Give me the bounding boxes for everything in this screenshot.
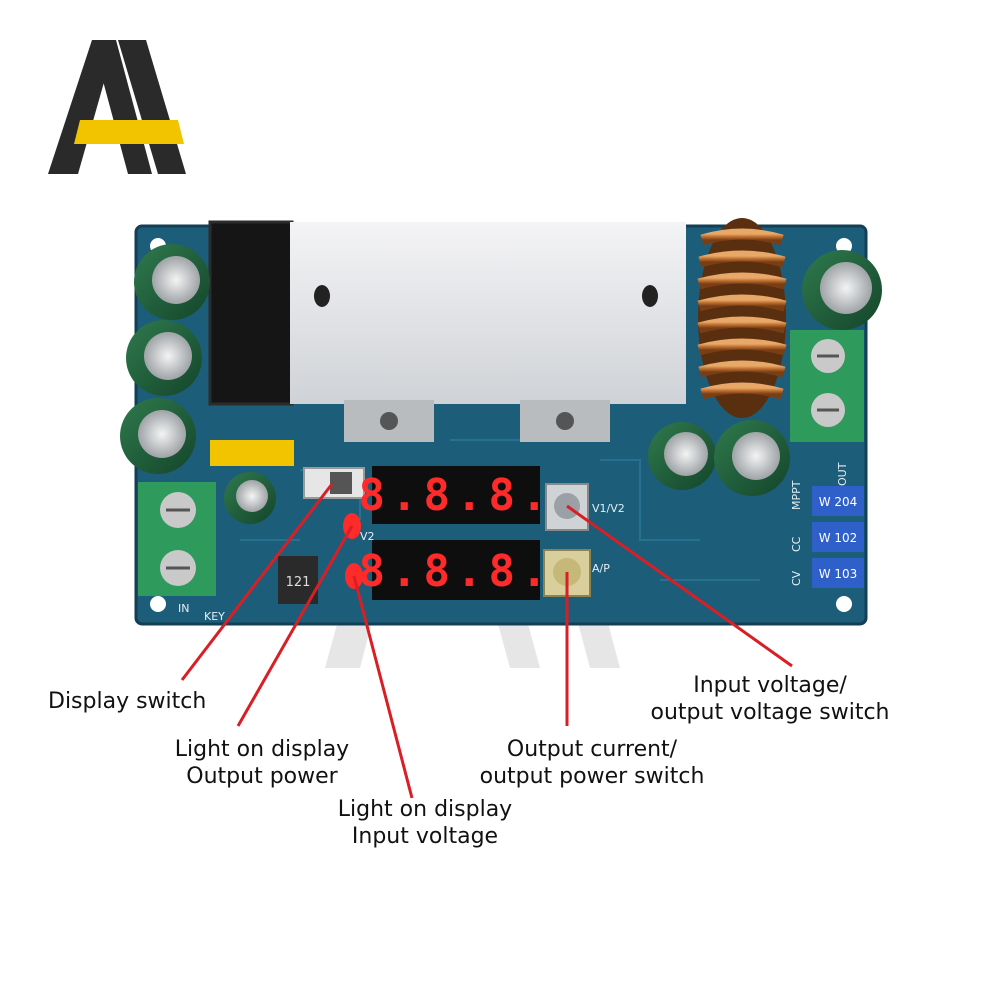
leader-display-switch	[180, 483, 334, 681]
label-in: IN	[178, 602, 189, 615]
mosfet-left	[344, 400, 434, 442]
capacitor-mid-left	[126, 320, 202, 396]
callout-light-output-power: Light on display Output power	[154, 736, 370, 790]
potentiometers: W 204 W 102 W 103	[812, 486, 864, 588]
leader-light-output-power	[236, 525, 354, 727]
leader-lines	[180, 483, 793, 799]
callout-line: output voltage switch	[650, 700, 890, 725]
leader-input-output-voltage-switch	[566, 504, 793, 668]
label-out: OUT	[836, 462, 849, 486]
toroid-inductor	[697, 218, 787, 418]
input-terminal-block	[138, 482, 216, 596]
callout-display-switch: Display switch	[48, 688, 206, 715]
display-bottom-digits: 8.8.8.	[359, 546, 554, 597]
callout-line: Display switch	[48, 689, 207, 714]
label-key: KEY	[204, 610, 225, 623]
callout-line: Input voltage/	[693, 673, 847, 698]
fuse	[210, 440, 294, 466]
brand-logo	[48, 40, 186, 174]
pot-label-3: W 103	[819, 567, 858, 581]
callout-line: Output current/	[506, 737, 678, 762]
callout-line: Light on display	[174, 737, 350, 762]
callout-line: Input voltage	[351, 824, 499, 849]
pot-label-2: W 102	[819, 531, 858, 545]
label-v1v2: V1/V2	[592, 502, 625, 515]
capacitor-center-2	[714, 420, 790, 496]
callout-line: Light on display	[337, 797, 513, 822]
display-bottom: 8.8.8.	[359, 540, 554, 600]
callout-light-input-voltage: Light on display Input voltage	[330, 796, 520, 850]
heatsink	[290, 222, 686, 404]
cooling-fan	[208, 220, 294, 406]
smd-inductor: 121	[278, 556, 318, 604]
callout-input-output-voltage-switch: Input voltage/ output voltage switch	[644, 672, 896, 726]
callout-line: Output power	[186, 764, 338, 789]
display-slide-switch[interactable]	[303, 467, 365, 499]
label-cc: CC	[790, 536, 803, 552]
callout-output-current-power-switch: Output current/ output power switch	[472, 736, 712, 790]
label-v2: V2	[360, 530, 375, 543]
capacitor-small-left	[224, 472, 276, 524]
label-mppt: MPPT	[790, 480, 803, 510]
capacitor-low-left	[120, 398, 196, 474]
display-top: 8.8.8.	[359, 466, 554, 524]
label-cv: CV	[790, 570, 803, 586]
capacitor-top-right	[802, 250, 882, 330]
inductor-label: 121	[286, 575, 311, 590]
mosfet-right	[520, 400, 610, 442]
pot-label-1: W 204	[819, 495, 858, 509]
capacitor-center-1	[648, 422, 716, 490]
leader-light-input-voltage	[352, 575, 414, 799]
label-ap: A/P	[592, 562, 610, 575]
callout-line: output power switch	[479, 764, 705, 789]
output-terminal-block	[790, 330, 864, 442]
display-top-digits: 8.8.8.	[359, 470, 554, 521]
capacitor-top-left	[134, 244, 210, 320]
